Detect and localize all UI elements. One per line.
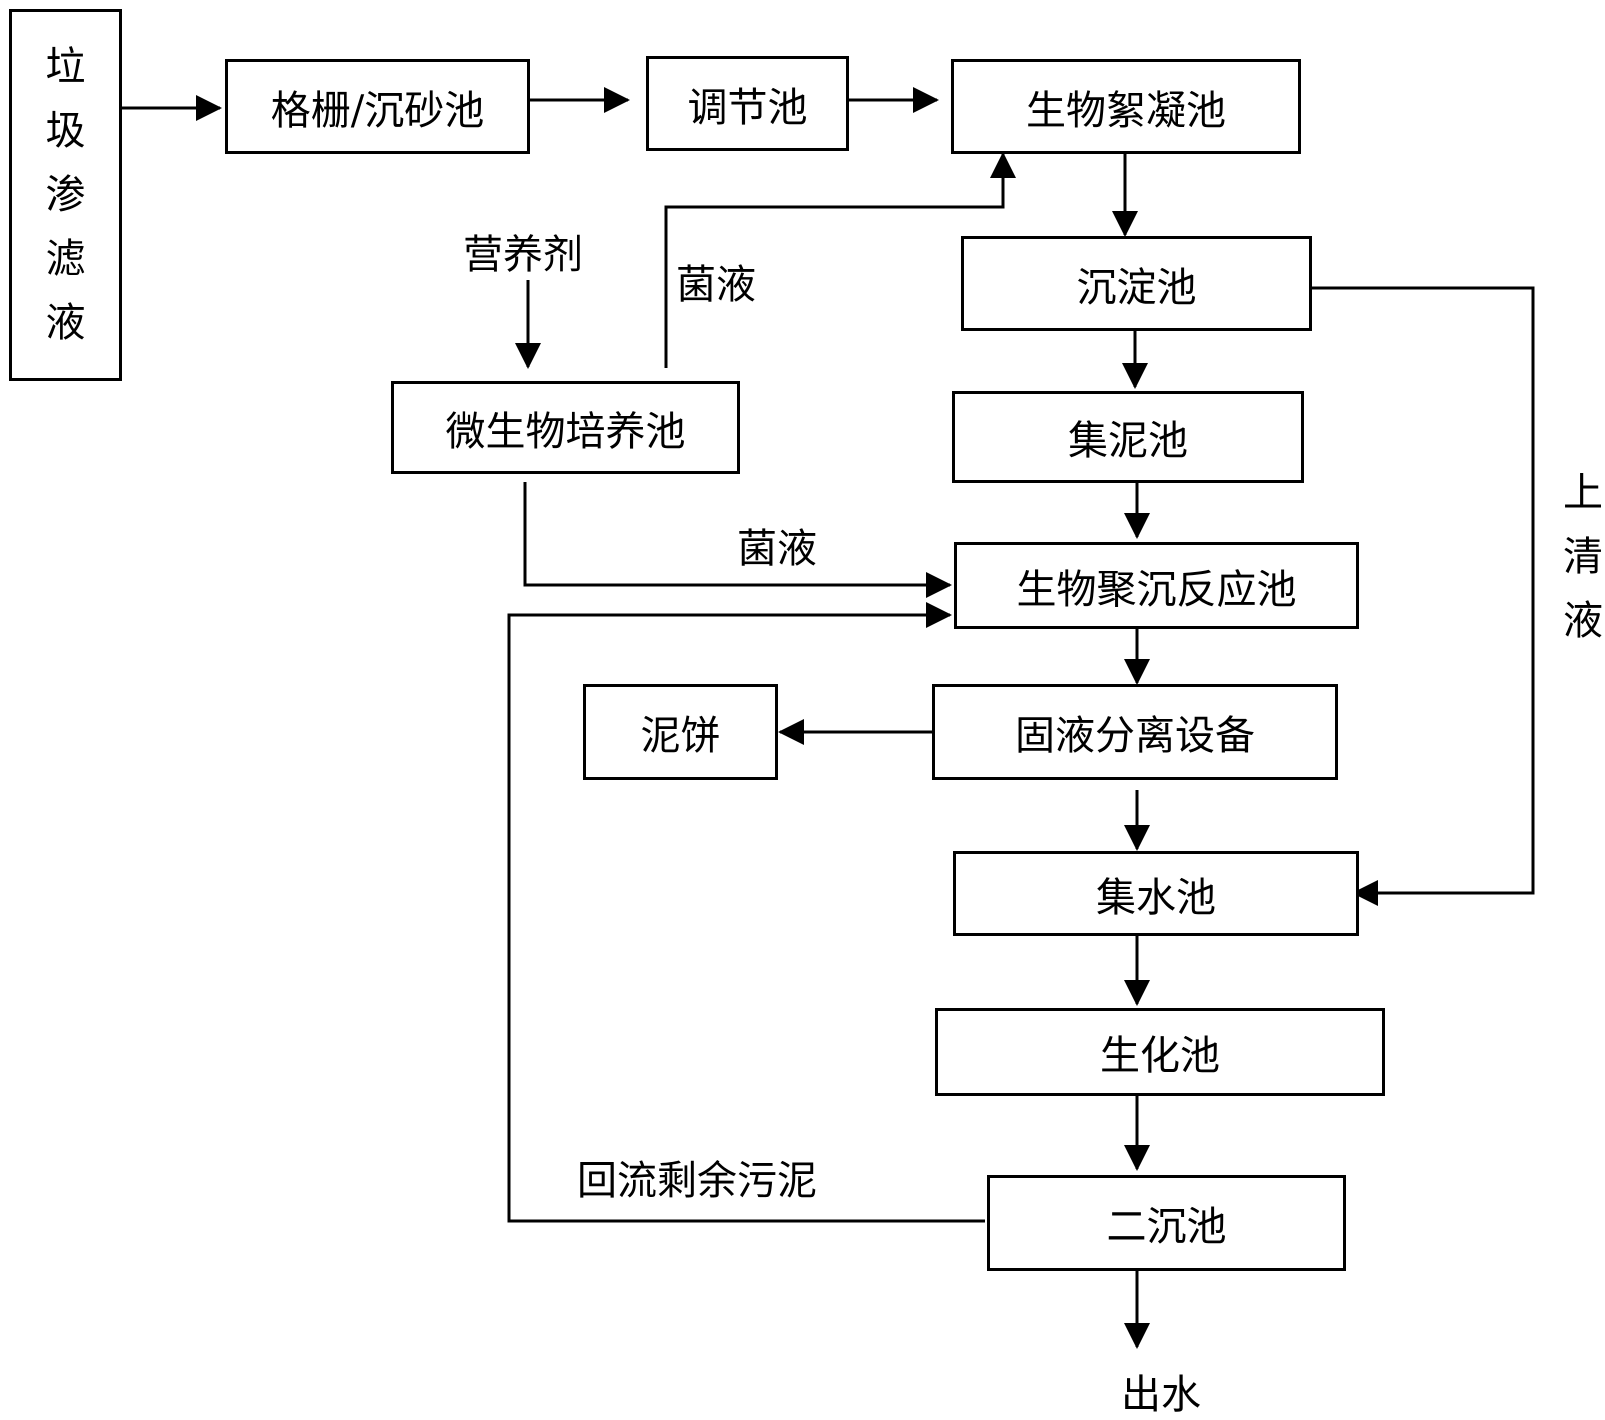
node-bio-floc: 生物絮凝池 xyxy=(951,59,1301,154)
label-bacteria-lower: 菌液 xyxy=(737,526,817,572)
label-bacteria-upper: 菌液 xyxy=(676,262,756,308)
node-sludge-collect: 集泥池 xyxy=(952,391,1304,483)
arrow-supernatant-to-water-collect xyxy=(1308,286,1535,906)
leachate-char: 圾 xyxy=(45,108,86,154)
leachate-char: 渗 xyxy=(45,172,86,218)
arrow-culture-to-biofloc xyxy=(664,152,1016,368)
label-nutrient: 营养剂 xyxy=(463,232,583,278)
node-bio-agg-reactor: 生物聚沉反应池 xyxy=(954,542,1359,629)
node-grid-grit: 格栅/沉砂池 xyxy=(225,59,530,154)
label-return-sludge: 回流剩余污泥 xyxy=(577,1158,817,1204)
leachate-char: 垃 xyxy=(45,44,86,90)
node-water-collect: 集水池 xyxy=(953,851,1359,936)
leachate-char: 滤 xyxy=(45,236,86,282)
node-leachate: 垃 圾 渗 滤 液 xyxy=(9,9,122,381)
supernatant-char: 清 xyxy=(1563,534,1603,580)
arrow-return-sludge-to-reactor xyxy=(507,602,985,1223)
node-sludge-cake: 泥饼 xyxy=(583,684,778,780)
label-outlet: 出水 xyxy=(1121,1372,1201,1418)
node-solid-liquid-sep: 固液分离设备 xyxy=(932,684,1338,780)
node-sedimentation: 沉淀池 xyxy=(961,236,1312,331)
node-micro-culture: 微生物培养池 xyxy=(391,381,740,474)
node-secondary-clarifier: 二沉池 xyxy=(987,1175,1346,1271)
supernatant-char: 液 xyxy=(1563,598,1603,644)
leachate-char: 液 xyxy=(45,300,86,346)
label-supernatant: 上 清 液 xyxy=(1558,461,1605,653)
arrow-culture-to-reactor xyxy=(523,482,952,598)
supernatant-char: 上 xyxy=(1563,470,1603,516)
node-equalization: 调节池 xyxy=(646,56,849,151)
node-biochem: 生化池 xyxy=(935,1008,1385,1096)
